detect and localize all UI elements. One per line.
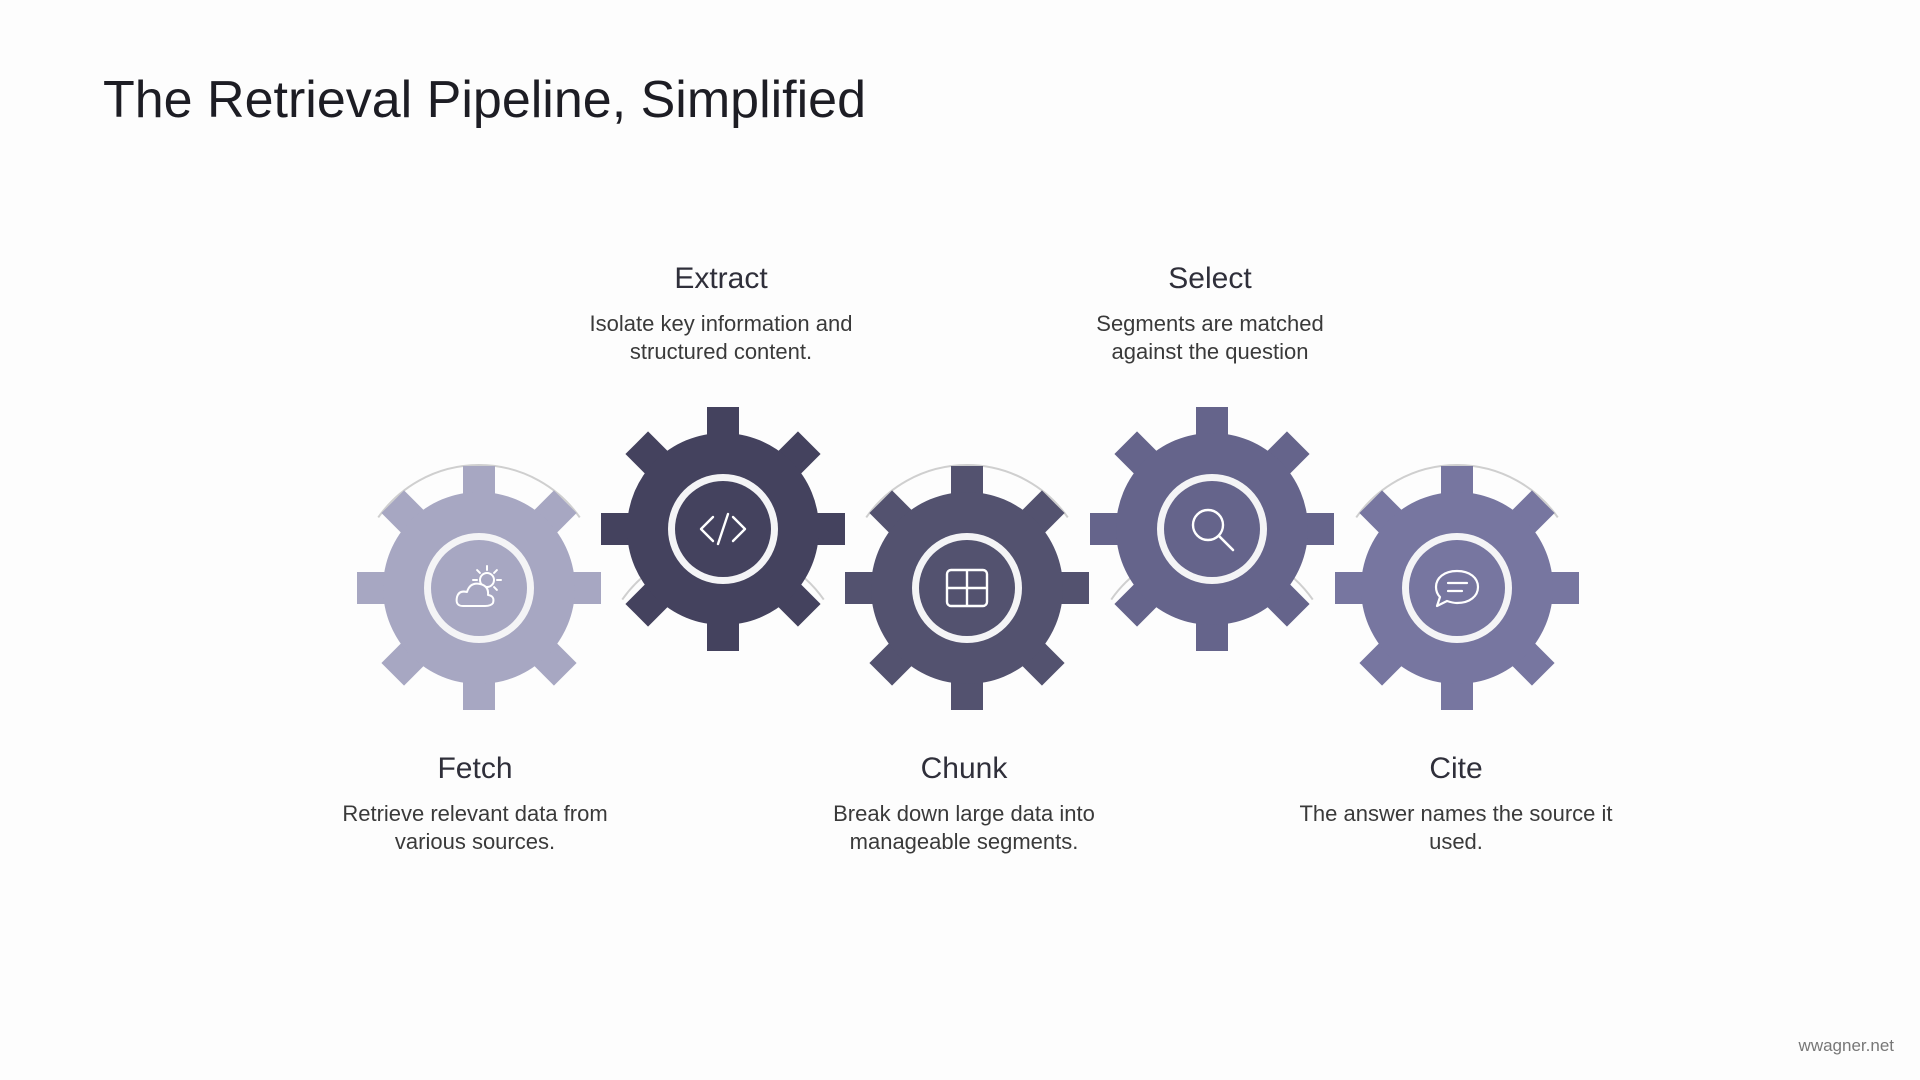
- step-select-label: Select Segments are matched against the …: [1030, 260, 1390, 366]
- chat-bubble-icon: [1434, 569, 1480, 608]
- step-chunk-label: Chunk Break down large data into managea…: [784, 750, 1144, 856]
- gear-fetch: [357, 466, 601, 710]
- step-cite-label: Cite The answer names the source it used…: [1276, 750, 1636, 856]
- step-title-extract: Extract: [674, 262, 768, 295]
- step-description-chunk: Break down large data into manageable se…: [833, 801, 1095, 854]
- step-title-select: Select: [1168, 262, 1252, 295]
- footer-source: wwagner.net: [1798, 1036, 1894, 1055]
- step-extract-label: Extract Isolate key information and stru…: [541, 260, 901, 366]
- connector-arc: [1355, 463, 1559, 519]
- slide-title: The Retrieval Pipeline, Simplified: [103, 71, 867, 129]
- cloud-sun-icon: [455, 565, 502, 607]
- step-title-fetch: Fetch: [437, 752, 513, 785]
- step-description-select: Segments are matched against the questio…: [1096, 311, 1324, 364]
- step-description-fetch: Retrieve relevant data from various sour…: [342, 801, 608, 854]
- gear-extract: [601, 407, 845, 651]
- gear-chunk: [845, 466, 1089, 710]
- step-title-chunk: Chunk: [920, 752, 1008, 785]
- search-icon: [1191, 508, 1235, 552]
- step-title-cite: Cite: [1429, 752, 1483, 785]
- connector-arc: [865, 463, 1069, 519]
- step-fetch-label: Fetch Retrieve relevant data from variou…: [295, 750, 655, 856]
- step-description-extract: Isolate key information and structured c…: [589, 311, 853, 364]
- step-description-cite: The answer names the source it used.: [1299, 801, 1613, 854]
- gear-select: [1090, 407, 1334, 651]
- code-icon: [699, 512, 747, 546]
- connector-arc: [377, 464, 581, 519]
- grid-icon: [945, 568, 989, 608]
- gears-layer: [357, 407, 1579, 710]
- gear-cite: [1335, 466, 1579, 710]
